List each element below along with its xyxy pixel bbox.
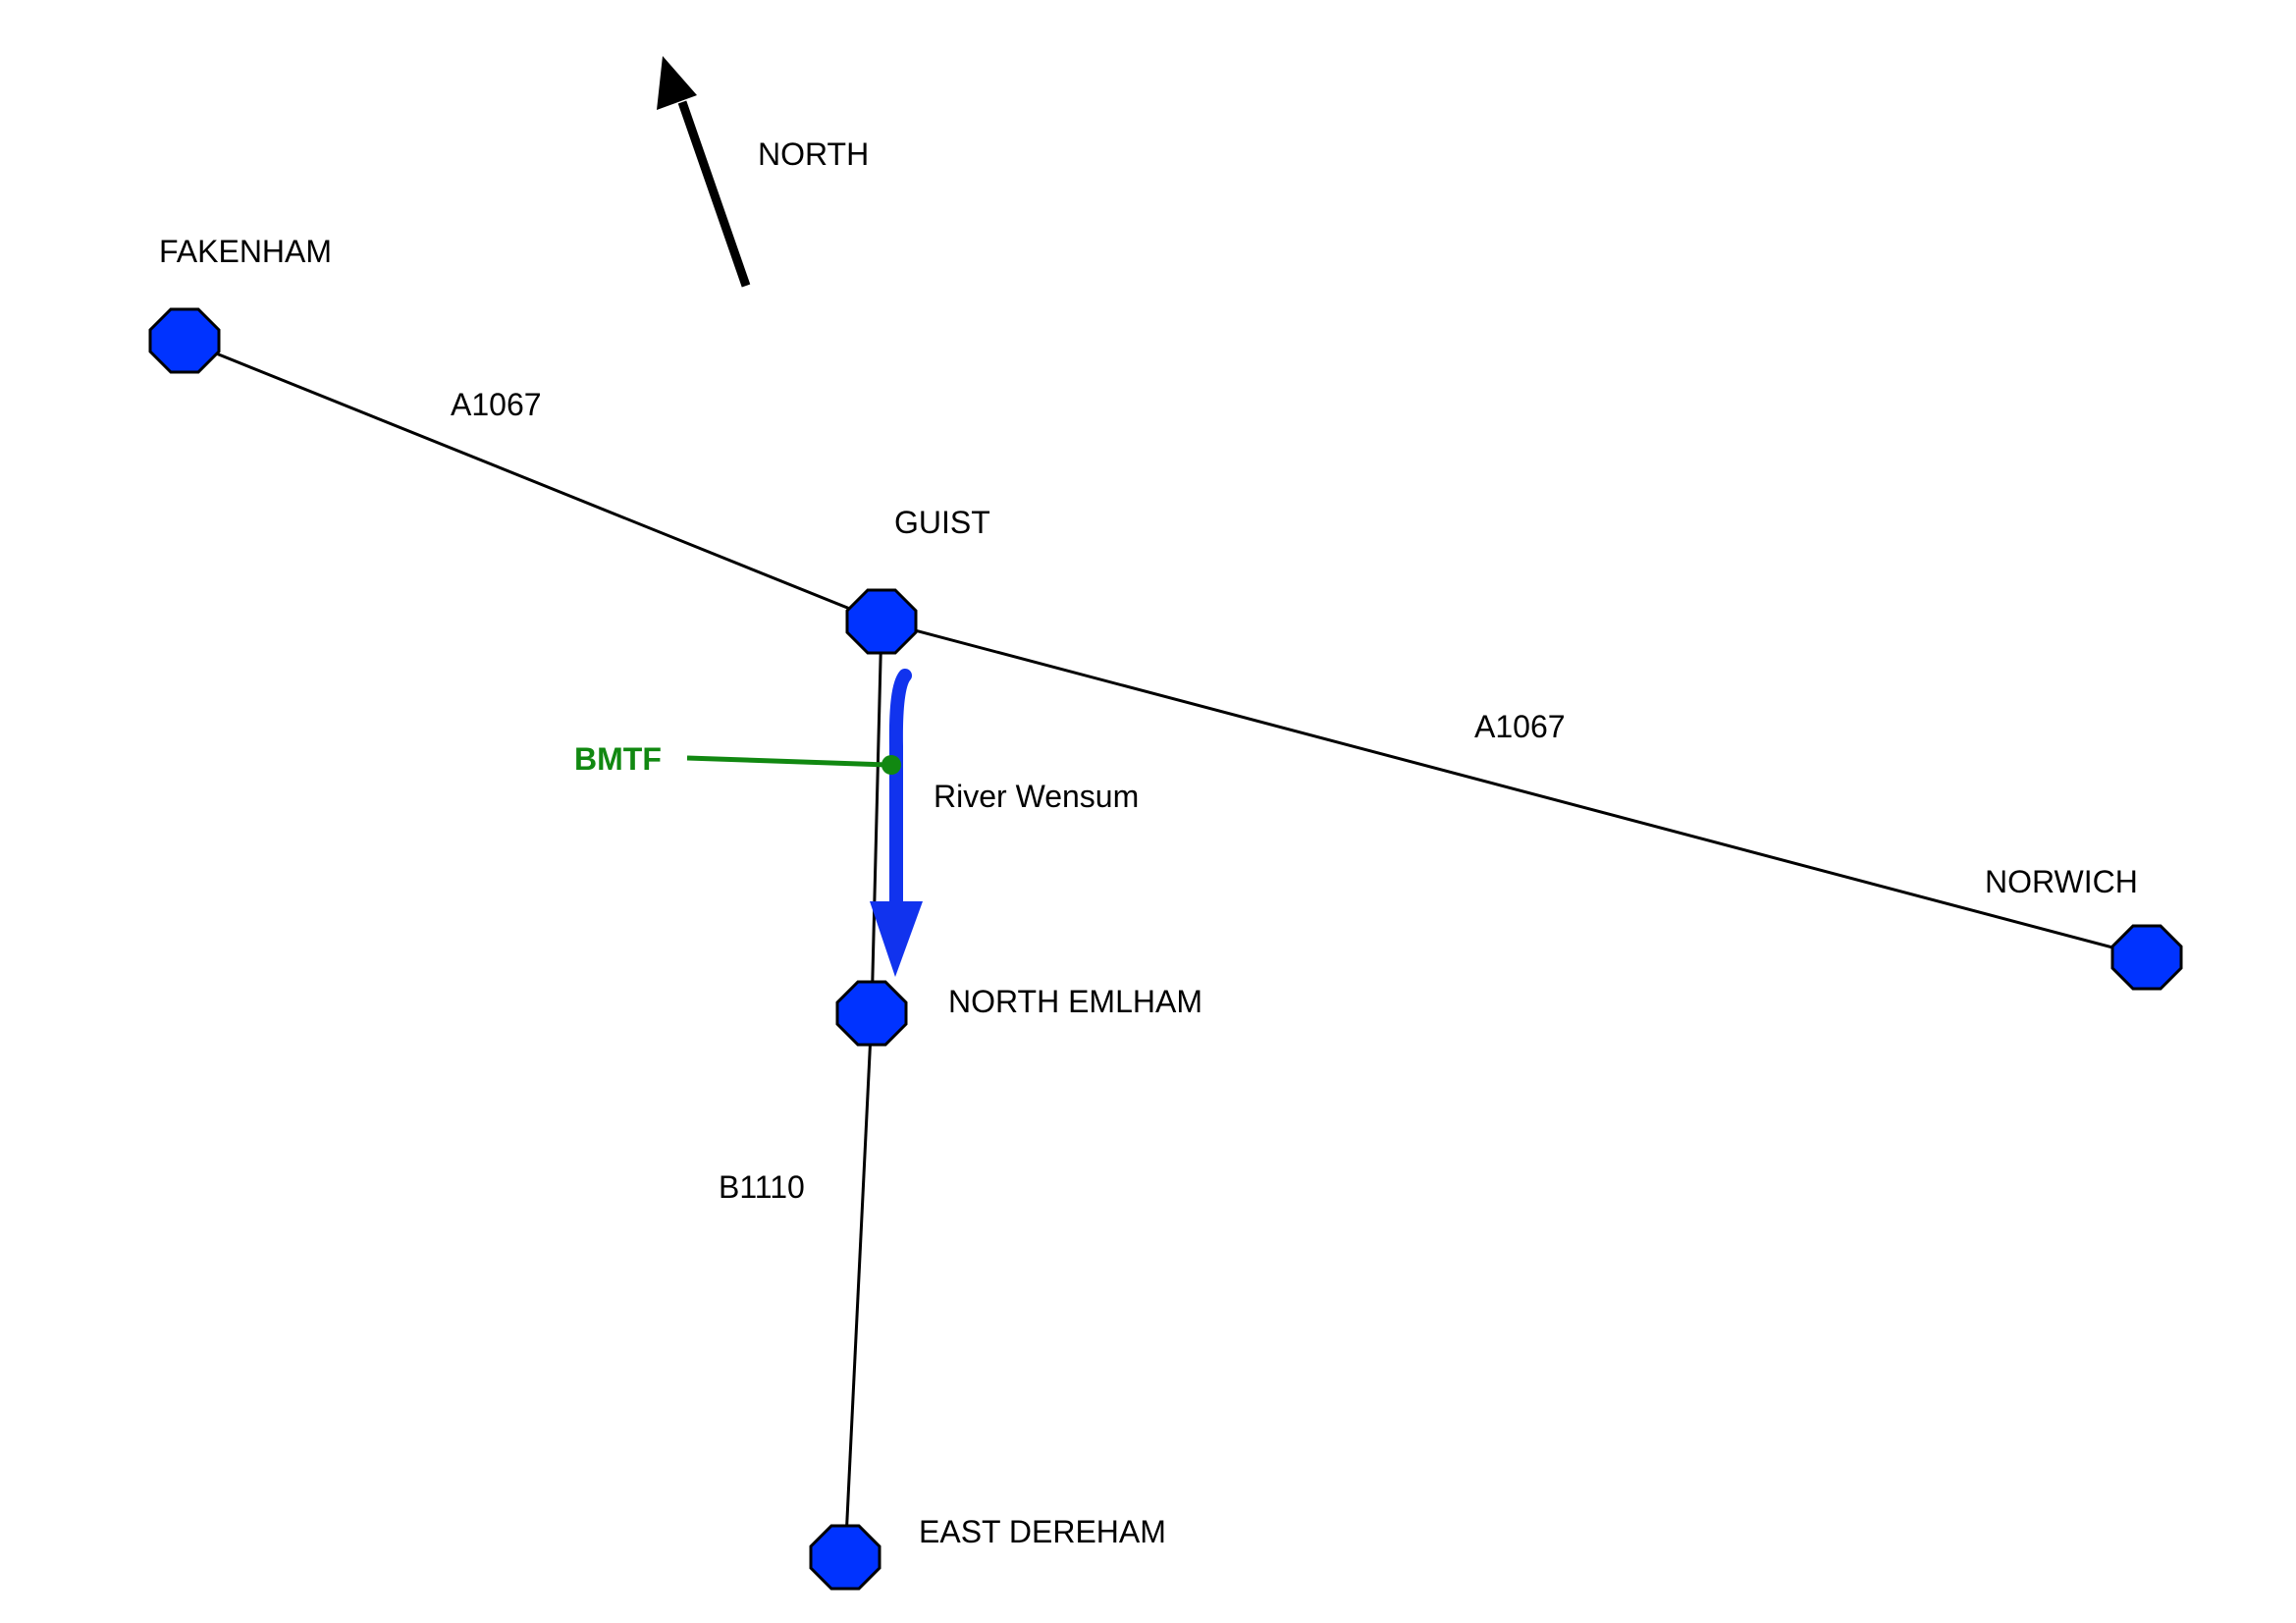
town-label-guist: GUIST xyxy=(894,505,990,540)
north-arrow-shaft xyxy=(677,100,751,288)
town-marker-east-dereham xyxy=(809,1524,881,1591)
road-a1067-fakenham-guist xyxy=(184,339,882,623)
river-flow-line xyxy=(888,669,912,915)
river-flow-arrow xyxy=(870,669,923,977)
town-label-norwich: NORWICH xyxy=(1985,864,2138,899)
road-label-b1110: B1110 xyxy=(719,1169,805,1205)
bmtf-site-marker xyxy=(686,755,901,775)
bmtf-label: BMTF xyxy=(574,741,662,777)
road-a1067-guist-norwich xyxy=(881,620,2151,959)
road-label-a1067-west: A1067 xyxy=(451,387,542,422)
bmtf-point xyxy=(881,755,901,775)
bmtf-leader-line xyxy=(686,755,889,768)
town-label-east-dereham: EAST DEREHAM xyxy=(919,1514,1166,1549)
road-label-a1067-east: A1067 xyxy=(1474,709,1566,744)
north-arrow-head xyxy=(657,56,697,110)
north-arrow xyxy=(657,56,751,288)
road-b1110-guist-north-elmham xyxy=(870,621,883,1014)
town-marker-norwich xyxy=(2110,924,2183,991)
town-label-north-elmham: NORTH EMLHAM xyxy=(948,984,1202,1019)
road-b1110-north-elmham-east-dereham xyxy=(843,1012,874,1560)
river-flow-arrowhead xyxy=(870,901,923,977)
river-label: River Wensum xyxy=(934,779,1139,814)
town-marker-guist xyxy=(845,588,918,655)
town-marker-fakenham xyxy=(148,307,221,374)
north-label: NORTH xyxy=(758,136,869,172)
town-marker-north-elmham xyxy=(835,980,908,1047)
town-label-fakenham: FAKENHAM xyxy=(159,234,332,269)
